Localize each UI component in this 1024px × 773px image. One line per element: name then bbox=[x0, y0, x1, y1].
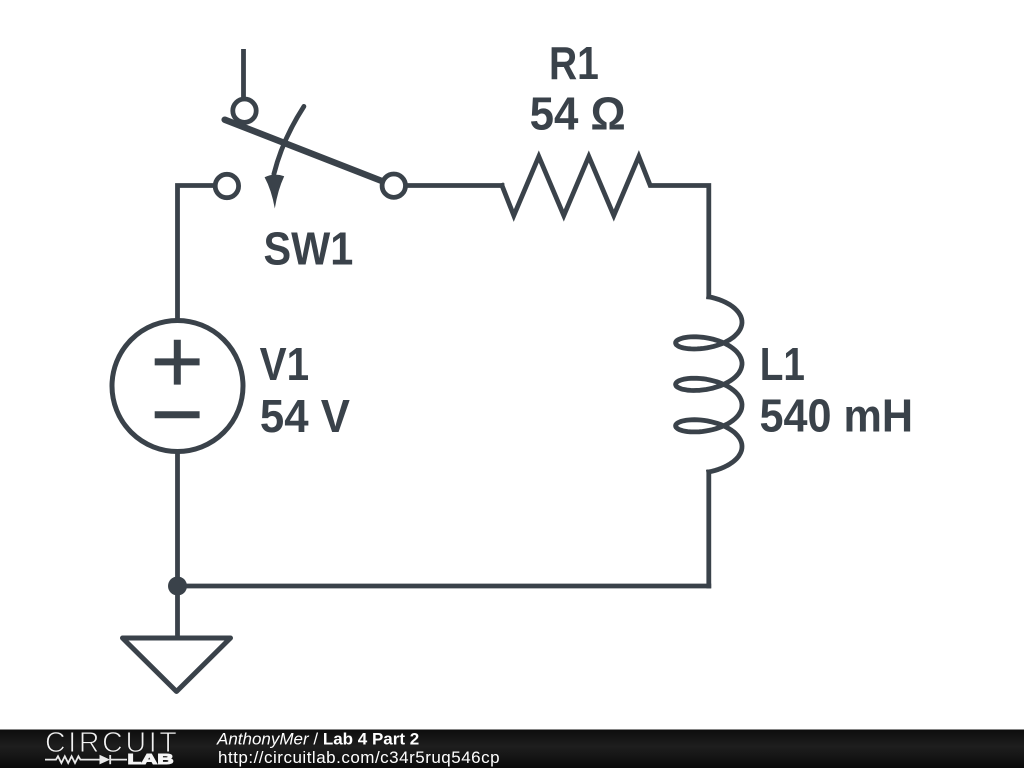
svg-text:SW1: SW1 bbox=[264, 222, 354, 274]
svg-text:V1: V1 bbox=[260, 338, 310, 390]
svg-text:CIRCUIT: CIRCUIT bbox=[45, 727, 179, 759]
svg-text:http://circuitlab.com/c34r5ruq: http://circuitlab.com/c34r5ruq546cp bbox=[218, 748, 500, 767]
svg-text:L1: L1 bbox=[760, 338, 805, 390]
svg-text:LAB: LAB bbox=[128, 752, 174, 768]
svg-text:AnthonyMer / Lab 4 Part 2: AnthonyMer / Lab 4 Part 2 bbox=[216, 729, 419, 748]
svg-text:54 Ω: 54 Ω bbox=[530, 88, 626, 140]
svg-text:54 V: 54 V bbox=[260, 390, 350, 442]
svg-text:540 mH: 540 mH bbox=[760, 389, 914, 441]
svg-text:R1: R1 bbox=[549, 37, 599, 89]
